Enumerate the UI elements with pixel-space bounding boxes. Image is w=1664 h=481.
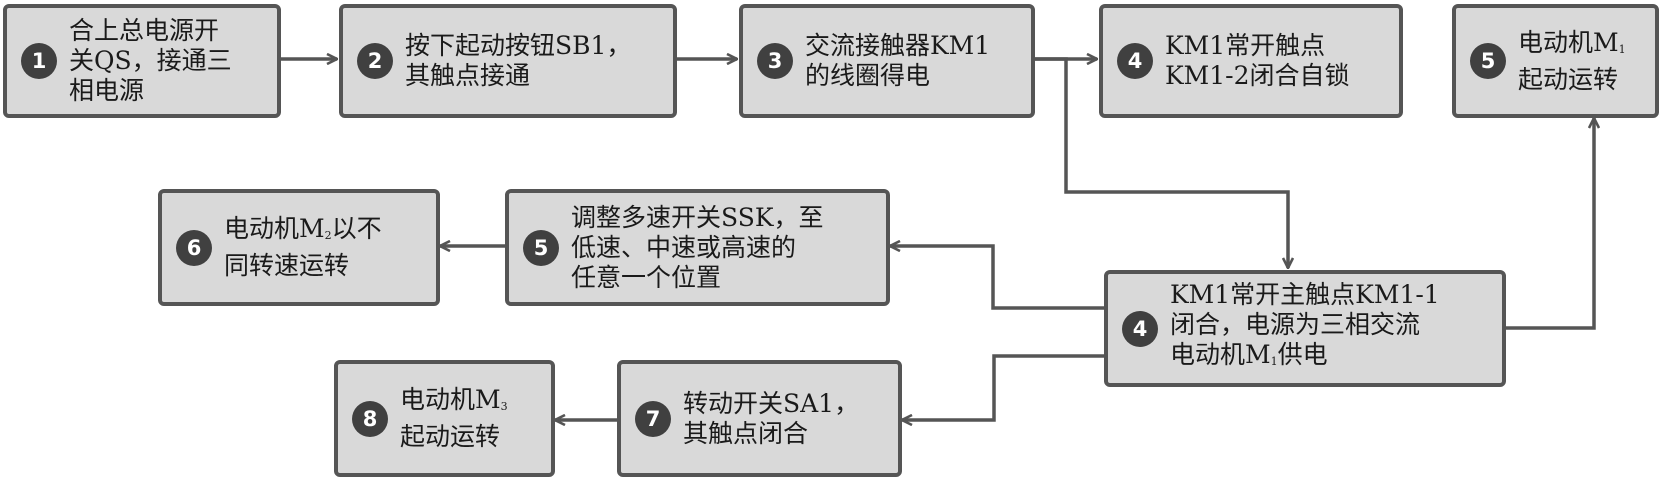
arrow-s3-to-s4b <box>1035 57 1288 268</box>
text-run: KM1常开主触点KM1-1 <box>1170 280 1440 309</box>
text-line: 起动运转 <box>1518 65 1626 95</box>
text-run: 起动运转 <box>400 422 501 451</box>
text-run: 任意一个位置 <box>571 262 722 292</box>
text-line: 转动开关SA1， <box>683 389 859 419</box>
step-2-box: 2 按下起动按钮SB1，其触点接通 <box>339 4 677 118</box>
text-run: 同转速运转 <box>224 251 350 280</box>
step-badge: 1 <box>21 43 57 79</box>
text-line: KM1常开触点 <box>1165 31 1350 61</box>
text-run: 电动机M <box>1170 340 1271 369</box>
step-badge: 5 <box>1470 43 1506 79</box>
text-run: 关QS，接通三 <box>69 46 232 75</box>
step-badge: 4 <box>1117 43 1153 79</box>
step-badge: 3 <box>757 43 793 79</box>
text-line: 电动机M2以不 <box>224 214 382 251</box>
text-line: 合上总电源开 <box>69 16 232 46</box>
text-line: 起动运转 <box>400 422 508 452</box>
step-text: 合上总电源开关QS，接通三相电源 <box>69 16 232 106</box>
step-badge: 8 <box>352 400 388 437</box>
text-line: 闭合，电源为三相交流 <box>1170 310 1440 340</box>
text-run: 其触点接通 <box>405 61 531 90</box>
text-run: 转动开关SA1， <box>683 388 860 418</box>
arrow-s4b-to-s7 <box>902 354 1104 420</box>
text-run: 其触点闭合 <box>683 418 809 448</box>
step-6-motor-m2-box: 6 电动机M2以不同转速运转 <box>158 189 440 306</box>
step-5-speed-switch-box: 5 调整多速开关SSK，至低速、中速或高速的任意一个位置 <box>505 189 890 306</box>
text-run: 供电 <box>1277 340 1328 369</box>
text-line: KM1常开主触点KM1-1 <box>1170 280 1440 310</box>
text-run: 以不 <box>331 214 382 243</box>
step-badge: 2 <box>357 43 393 79</box>
step-badge: 5 <box>523 229 559 266</box>
text-line: 其触点闭合 <box>683 419 859 449</box>
text-run: 低速、中速或高速的 <box>571 232 797 262</box>
text-run: 的线圈得电 <box>805 61 931 90</box>
step-badge: 7 <box>635 400 671 437</box>
text-line: 关QS，接通三 <box>69 46 232 76</box>
text-line: 相电源 <box>69 76 232 106</box>
text-run: 电动机M <box>1518 27 1619 57</box>
text-line: 电动机M1供电 <box>1170 340 1440 377</box>
subscript: 2 <box>324 229 332 242</box>
step-text: 电动机M2以不同转速运转 <box>224 214 382 281</box>
text-run: 电动机M <box>400 385 501 414</box>
text-line: 的线圈得电 <box>805 61 990 91</box>
subscript: 1 <box>1618 42 1626 56</box>
text-line: 电动机M3 <box>400 385 508 422</box>
text-run: 按下起动按钮SB1， <box>405 31 632 60</box>
text-run: 调整多速开关SSK，至 <box>571 202 824 232</box>
text-run: 电动机M <box>224 214 325 243</box>
subscript: 3 <box>500 400 508 413</box>
text-line: 按下起动按钮SB1， <box>405 31 631 61</box>
step-badge: 4 <box>1122 310 1158 347</box>
text-line: 电动机M1 <box>1518 28 1626 65</box>
arrow-s4b-to-s5b <box>890 246 1104 310</box>
text-line: KM1-2闭合自锁 <box>1165 61 1350 91</box>
step-1-box: 1 合上总电源开关QS，接通三相电源 <box>3 4 281 118</box>
subscript: 1 <box>1270 355 1278 368</box>
text-run: KM1-2闭合自锁 <box>1165 61 1350 90</box>
text-run: KM1常开触点 <box>1165 31 1326 60</box>
text-line: 任意一个位置 <box>571 263 824 293</box>
text-line: 其触点接通 <box>405 61 631 91</box>
step-text: 按下起动按钮SB1，其触点接通 <box>405 31 631 91</box>
text-run: 相电源 <box>69 76 145 105</box>
text-line: 交流接触器KM1 <box>805 31 990 61</box>
step-7-switch-sa1-box: 7 转动开关SA1，其触点闭合 <box>617 360 902 477</box>
step-badge: 6 <box>176 229 212 266</box>
text-run: 合上总电源开 <box>69 16 220 45</box>
step-text: 调整多速开关SSK，至低速、中速或高速的任意一个位置 <box>571 203 824 293</box>
text-line: 调整多速开关SSK，至 <box>571 203 824 233</box>
text-line: 同转速运转 <box>224 251 382 281</box>
text-line: 低速、中速或高速的 <box>571 233 824 263</box>
text-run: 起动运转 <box>1518 64 1619 94</box>
text-run: 闭合，电源为三相交流 <box>1170 310 1421 339</box>
step-text: 转动开关SA1，其触点闭合 <box>683 389 859 449</box>
arrow-s4b-to-s5a <box>1506 118 1594 330</box>
text-run: 交流接触器KM1 <box>805 31 991 60</box>
